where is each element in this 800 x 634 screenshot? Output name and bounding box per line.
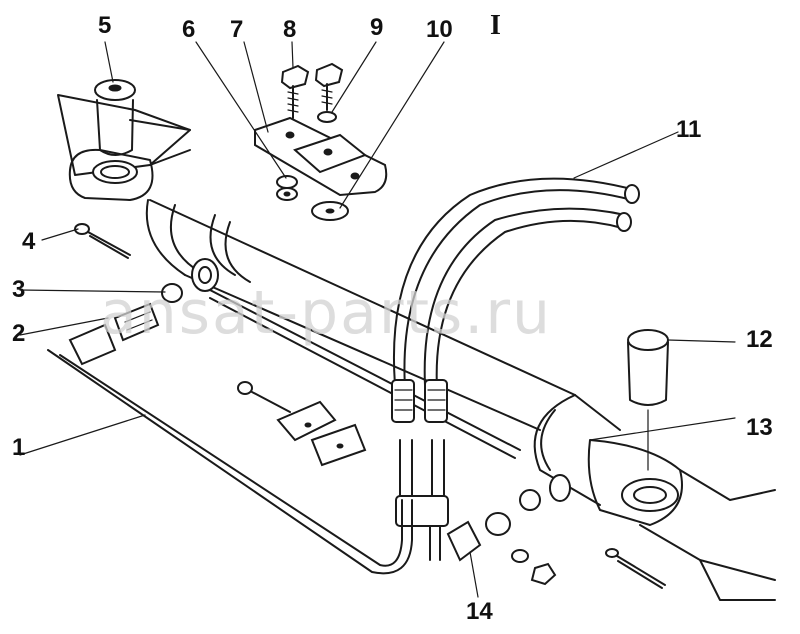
pipe-part-1 (47, 349, 413, 575)
callout-5: 5 (98, 12, 112, 39)
pin-part-12 (627, 329, 669, 471)
tee-union-block (395, 439, 449, 561)
watermark-text: ansat-parts.ru (100, 278, 553, 348)
bolt-part-9 (314, 62, 344, 123)
o-ring-part-3 (161, 283, 183, 303)
hose-fittings (391, 379, 448, 423)
callout-3: 3 (12, 276, 26, 303)
washer-part-10 (311, 201, 349, 221)
callout-10: 10 (426, 16, 453, 43)
lower-right-bracket (639, 469, 776, 601)
callout-9: 9 (370, 14, 384, 41)
callout-8: 8 (283, 16, 297, 43)
hydraulic-cylinder-body (145, 199, 576, 459)
cylinder-front-eye (587, 439, 683, 526)
callout-4: 4 (22, 228, 36, 255)
callout-6: 6 (182, 16, 196, 43)
callout-2: 2 (12, 320, 26, 347)
hoses-part-11 (392, 177, 640, 389)
callout-14: 14 (466, 598, 493, 625)
bolt-part-8 (280, 64, 310, 119)
cylinder-rear-eye (68, 148, 154, 201)
callout-7: 7 (230, 16, 244, 43)
washers-part-6 (276, 175, 298, 201)
cylinder-port-left (191, 258, 219, 292)
callout-12: 12 (746, 326, 773, 353)
callout-1: 1 (12, 434, 26, 461)
group-label-roman: I (490, 10, 501, 41)
split-pin-part-4 (74, 223, 131, 259)
clamp-plate-part-7 (254, 116, 388, 197)
leader-lines (19, 41, 736, 598)
callout-13: 13 (746, 414, 773, 441)
split-pin-lower-right (605, 548, 666, 589)
pin-part-5 (94, 79, 136, 156)
union-fitting-part-2 (68, 302, 160, 366)
fitting-part-14 (446, 489, 557, 586)
lower-clamp-plates (237, 381, 367, 467)
callout-11: 11 (676, 116, 702, 143)
cylinder-front-end (533, 394, 621, 506)
